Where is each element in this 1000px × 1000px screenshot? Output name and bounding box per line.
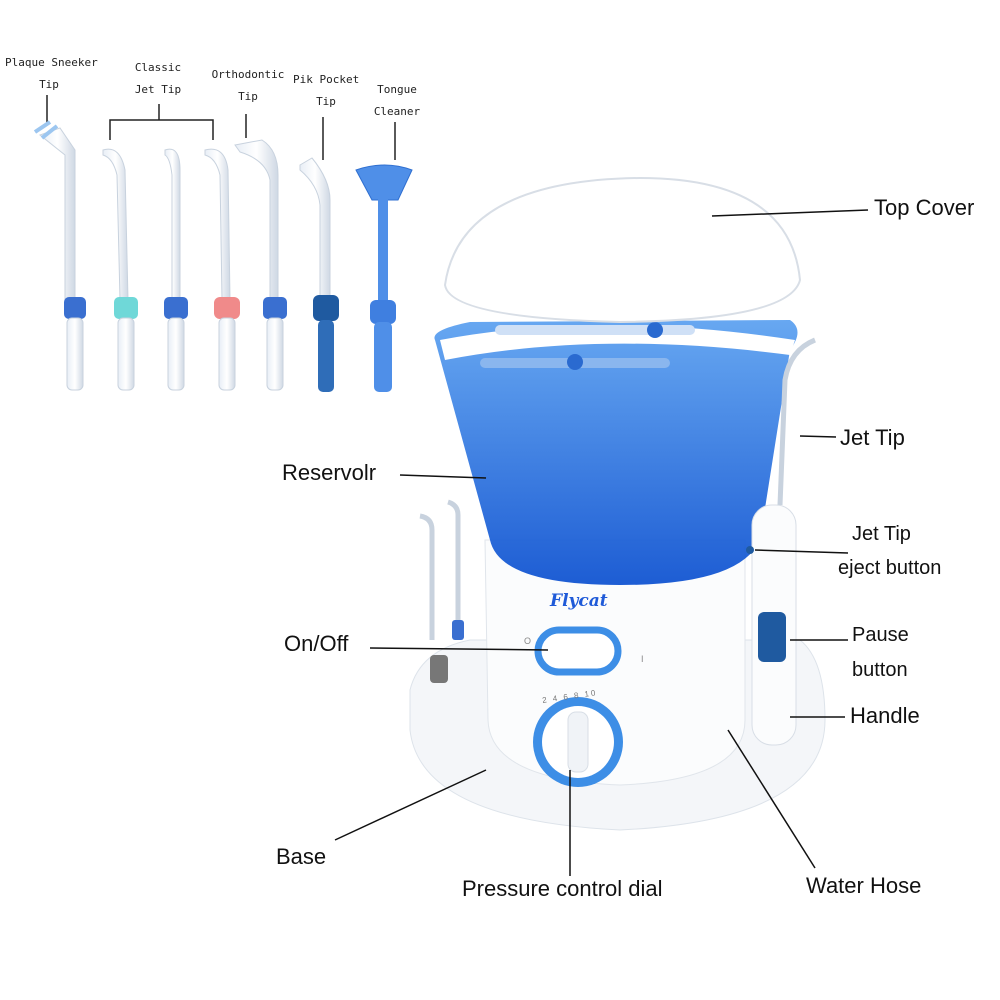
callout-on-off: On/Off xyxy=(284,631,349,656)
tip-label-line2: Cleaner xyxy=(373,105,421,118)
callout-top-cover: Top Cover xyxy=(874,195,975,220)
tip-label-line2: Tip xyxy=(316,95,336,108)
callout-pressure-dial: Pressure control dial xyxy=(462,876,663,901)
callout-pause-line2: button xyxy=(852,659,908,681)
tip-classic-jet-1 xyxy=(102,148,138,391)
callout-water-hose: Water Hose xyxy=(806,873,922,898)
callout-eject-line2: eject button xyxy=(838,557,942,579)
pressure-dial[interactable] xyxy=(533,697,623,787)
callout-base: Base xyxy=(276,844,327,869)
callout-eject-line1: Jet Tip xyxy=(852,523,911,545)
tip-label-line1: Plaque Sneeker xyxy=(5,56,98,69)
tip-tongue-cleaner xyxy=(355,164,413,392)
tip-label-line2: Tip xyxy=(39,78,59,91)
tip-classic-jet-2 xyxy=(164,148,188,391)
callout-leader-lines xyxy=(334,209,869,876)
tip-label-pik-pocket: Pik Pocket Tip xyxy=(293,69,359,113)
callout-handle: Handle xyxy=(850,703,920,728)
tip-label-line1: Tongue xyxy=(377,83,417,96)
callout-jet-tip: Jet Tip xyxy=(840,425,905,450)
water-flosser-device xyxy=(409,176,826,831)
tip-label-orthodontic: Orthodontic Tip xyxy=(210,64,286,108)
tip-classic-jet-3 xyxy=(204,148,240,391)
tip-label-line2: Jet Tip xyxy=(134,83,182,96)
switch-on-mark: I xyxy=(641,654,644,664)
tip-pik-pocket xyxy=(299,157,339,392)
tip-label-line2: Tip xyxy=(238,90,258,103)
tip-label-plaque-sneeker: Plaque Sneeker Tip xyxy=(5,52,98,96)
tip-label-tongue-cleaner: Tongue Cleaner xyxy=(370,79,424,123)
tip-leader-lines xyxy=(46,95,396,160)
pause-button[interactable] xyxy=(758,612,786,662)
on-off-switch[interactable] xyxy=(538,630,618,672)
tip-label-classic-jet: Classic Jet Tip xyxy=(125,57,191,101)
tip-label-line1: Orthodontic xyxy=(211,68,285,81)
tip-label-line1: Pik Pocket xyxy=(293,73,360,86)
brand-logo: Flycat xyxy=(550,591,608,611)
callout-reservoir: Reservolr xyxy=(282,460,377,485)
tip-plaque-sneeker xyxy=(33,120,86,391)
tip-label-line1: Classic xyxy=(134,61,182,74)
callout-pause-line1: Pause xyxy=(852,624,909,646)
tip-orthodontic xyxy=(234,139,287,391)
switch-off-mark: O xyxy=(524,636,532,646)
